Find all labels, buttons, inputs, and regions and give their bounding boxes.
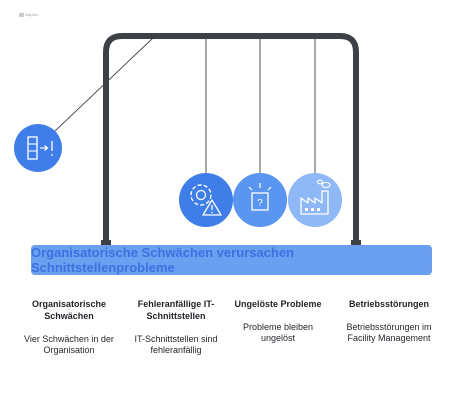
column-fehleranfaellige-it-schnittstellen: Fehleranfällige IT-Schnittstellen IT-Sch… [128, 298, 224, 356]
column-ungeloeste-probleme: Ungelöste Probleme Probleme bleiben unge… [230, 298, 326, 344]
column-title: Ungelöste Probleme [234, 299, 322, 309]
document-arrow-icon [14, 124, 62, 172]
column-organisatorische-schwaechen: Organisatorische Schwächen Vier Schwäche… [21, 298, 117, 356]
question-box-icon: ? [233, 173, 287, 227]
frame-foot-left [101, 240, 111, 245]
string-swing [54, 37, 154, 132]
banner-text: Organisatorische Schwächen verursachen S… [31, 245, 294, 275]
column-description: IT-Schnittstellen sind fehleranfällig [134, 334, 218, 355]
svg-text:?: ? [257, 198, 263, 209]
cradle-frame [103, 33, 359, 246]
banner: Organisatorische Schwächen verursachen S… [31, 245, 432, 275]
column-betriebsstoerungen: Betriebsstörungen Betriebsstörungen im F… [341, 298, 437, 344]
column-description: Betriebsstörungen im Facility Management [346, 322, 432, 343]
column-description: Vier Schwächen in der Organisation [24, 334, 114, 355]
column-title: Organisatorische Schwächen [31, 299, 107, 321]
column-title: Betriebsstörungen [348, 299, 429, 309]
column-description: Probleme bleiben ungelöst [242, 322, 314, 343]
gear-warning-icon [179, 173, 233, 227]
column-title: Fehleranfällige IT-Schnittstellen [137, 299, 215, 321]
logo: Napkin [19, 12, 39, 17]
frame-foot-right [351, 240, 361, 245]
factory-icon [288, 173, 342, 227]
